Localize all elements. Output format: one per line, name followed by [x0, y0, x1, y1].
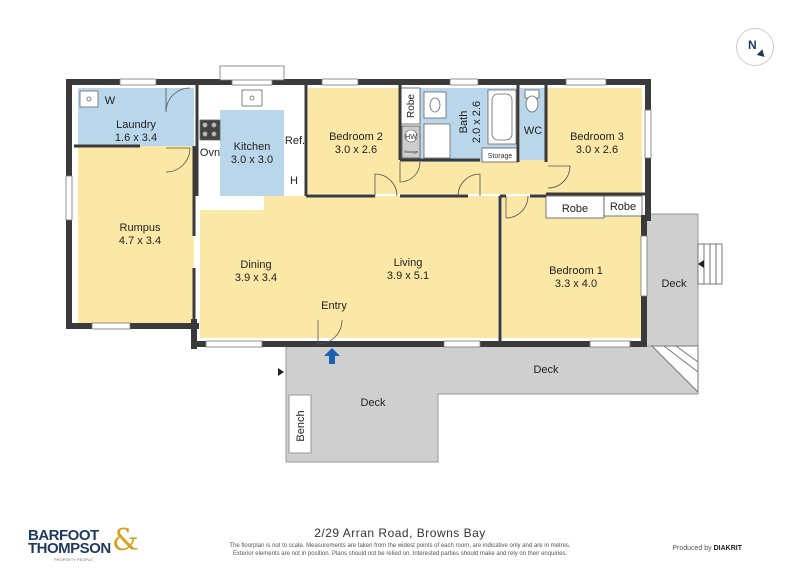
robe-a-label: Robe [562, 203, 588, 215]
oven-label: Ovn [200, 147, 220, 159]
dining-living-room [200, 196, 498, 338]
windows [65, 65, 652, 348]
entry-arrow-icon [324, 348, 340, 364]
brand-logo: BARFOOT THOMPSON & PROPERTY PEOPLE [28, 523, 143, 563]
shower-icon [423, 123, 451, 159]
producer-name: DIAKRIT [713, 545, 742, 552]
living-name: Living [394, 257, 423, 269]
rumpus-name: Rumpus [120, 222, 161, 234]
interior-walls [74, 82, 648, 344]
wc-label: WC [524, 125, 542, 137]
living-size: 3.9 x 5.1 [387, 270, 429, 282]
property-address: 2/29 Arran Road, Browns Bay [314, 526, 486, 540]
deck-marker-left-icon [278, 368, 284, 376]
bedroom1-name: Bedroom 1 [549, 265, 603, 277]
hot-water-cylinder [404, 129, 418, 143]
deck-main [285, 345, 699, 463]
brand-line2: THOMPSON [28, 540, 111, 557]
storage-label: Storage [488, 153, 513, 160]
hallway [400, 160, 546, 194]
compass-icon: N [736, 28, 774, 66]
bench-area [288, 394, 312, 454]
bedroom3-size: 3.0 x 2.6 [576, 144, 618, 156]
bath-size: 2.0 x 2.6 [471, 101, 483, 143]
robe-b-label: Robe [610, 201, 636, 213]
hot-water-label: HW [405, 134, 417, 141]
robe-bedroom1-b [603, 195, 643, 217]
kitchen-floor [220, 110, 284, 196]
fixtures [79, 89, 540, 159]
compass-label: N [748, 38, 757, 52]
bedroom3-name: Bedroom 3 [570, 131, 624, 143]
doors [165, 87, 571, 345]
entry-label: Entry [321, 300, 347, 312]
laundry-name: Laundry [116, 119, 156, 131]
bedroom1-room [502, 196, 642, 338]
dining-size: 3.9 x 3.4 [235, 272, 277, 284]
rumpus-size: 4.7 x 3.4 [119, 235, 161, 247]
bedroom2-name: Bedroom 2 [329, 131, 383, 143]
deck-side-label: Deck [360, 397, 386, 409]
deck-main-label: Deck [533, 364, 559, 376]
producer-prefix: Produced by [672, 545, 712, 552]
washer-label: W [105, 95, 116, 107]
storage-small-label: Storage [404, 149, 419, 154]
bath-name: Bath [458, 111, 470, 134]
brand-ampersand: & [112, 523, 139, 558]
bedroom3-room [546, 88, 642, 194]
kitchen-bench [200, 196, 264, 210]
disclaimer-line2: Exterior elements are not in position. P… [232, 551, 568, 557]
bedroom1-size: 3.3 x 4.0 [555, 278, 597, 290]
disclaimer-line1: The floorplan is not to scale. Measureme… [229, 543, 571, 549]
laundry-size: 1.6 x 3.4 [115, 132, 157, 144]
hob-label: H [290, 175, 298, 187]
robe-bedroom2-label: Robe [406, 94, 417, 118]
kitchen-size: 3.0 x 3.0 [231, 154, 273, 166]
brand-subline: PROPERTY PEOPLE [54, 557, 93, 562]
bedroom2-size: 3.0 x 2.6 [335, 144, 377, 156]
brand-line1: BARFOOT [28, 527, 99, 544]
deck-right-label: Deck [661, 278, 687, 290]
bench-label: Bench [295, 410, 307, 441]
dining-name: Dining [240, 259, 271, 271]
kitchen-name: Kitchen [234, 141, 271, 153]
deck-marker-right-icon [698, 260, 704, 268]
producer-credit: Produced by DIAKRIT [672, 545, 742, 552]
compass-arrow-icon [756, 49, 768, 60]
rumpus-room [78, 146, 194, 324]
fridge-label: Ref. [285, 135, 305, 147]
